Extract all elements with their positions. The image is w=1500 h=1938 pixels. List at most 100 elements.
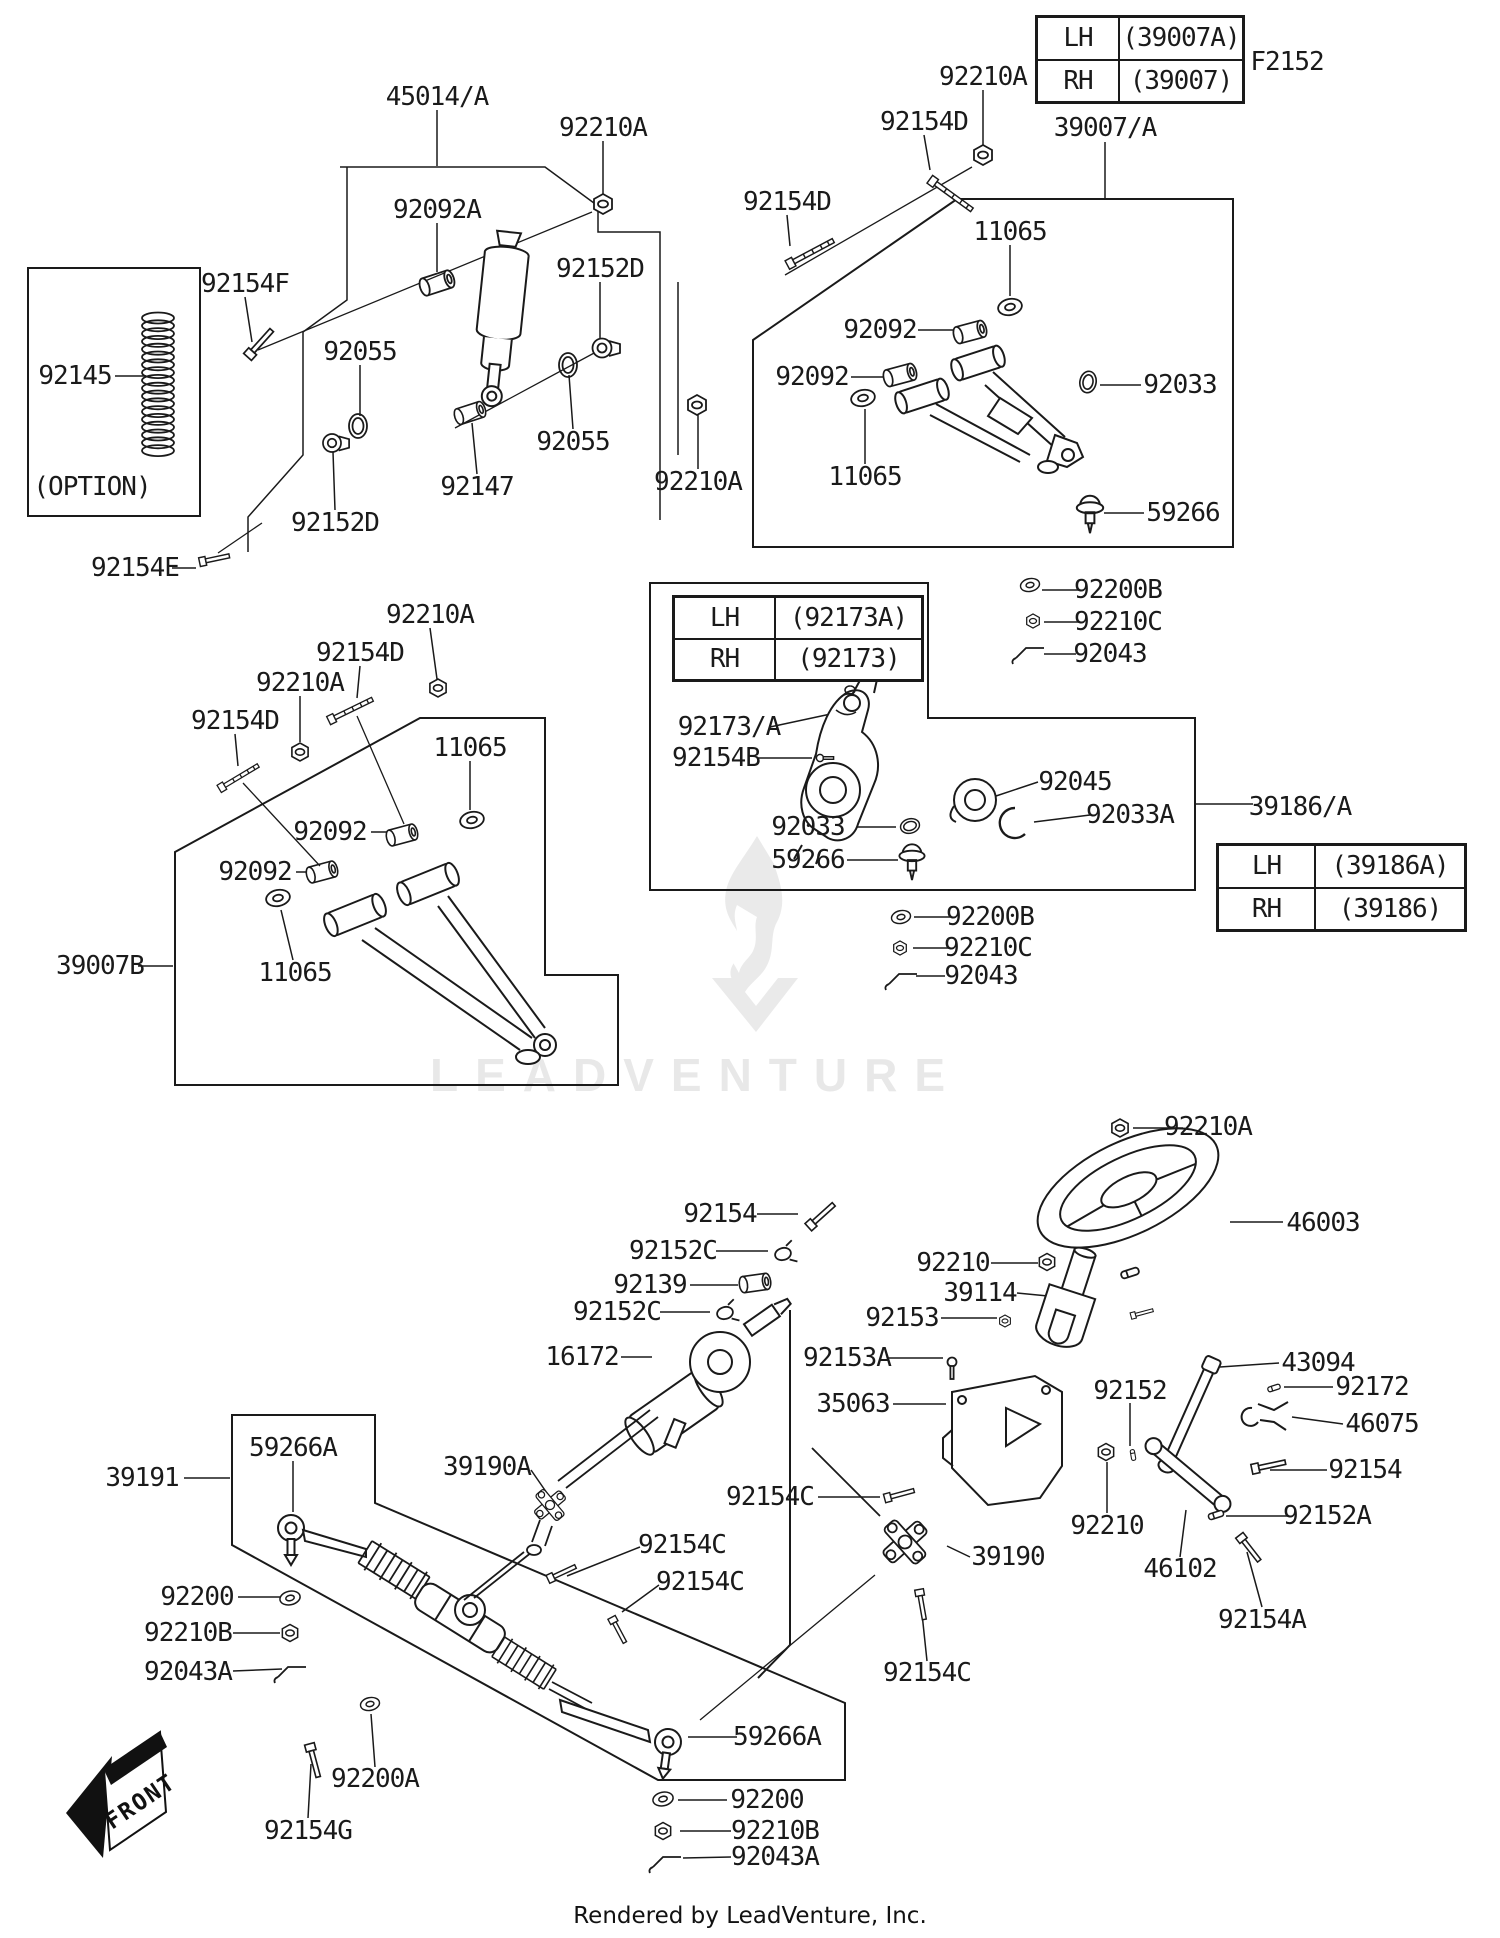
u-joint-icon [870,1507,940,1577]
part-label: 92152D [291,508,380,538]
table-cell: LH [1218,845,1315,888]
table-cell: (39007) [1119,59,1243,102]
part-label: 92152C [629,1236,718,1266]
table-cell: RH [1218,887,1315,930]
holder-drawing [1240,1401,1289,1431]
render-credit: Rendered by LeadVenture, Inc. [573,1903,927,1929]
part-label: 92154E [91,553,180,583]
part-label: 46075 [1345,1409,1419,1439]
part-label: 92210 [1070,1511,1144,1541]
part-label: (OPTION) [33,472,151,502]
part-label: 92210A [559,113,648,143]
part-label: 92153A [803,1343,892,1373]
variant-table-39007: LH (39007A) RH (39007) [1035,15,1245,104]
part-label: 92210A [654,467,743,497]
table-cell: (39007A) [1119,17,1243,60]
part-label: 92045 [1038,767,1112,797]
spring-drawing [141,311,175,457]
part-label: 92200B [946,902,1035,932]
part-label: 11065 [828,462,902,492]
part-label: 45014/A [385,82,490,112]
figure-code-label: F2152 [1250,47,1324,77]
part-label: 92092 [775,362,849,392]
table-cell: RH [674,638,775,680]
part-label: 59266 [1146,498,1220,528]
part-label: 92210B [144,1618,233,1648]
part-label: 39190A [443,1452,532,1482]
variant-table-39186: LH (39186A) RH (39186) [1216,843,1467,932]
knuckle-drawing [793,663,880,865]
option-box [27,267,201,517]
front-arrow: FRONT [66,1730,181,1858]
steering-rack-drawing [277,1409,684,1782]
part-label: 92043 [944,961,1018,991]
part-label: 92210 [916,1248,990,1278]
table-cell: (39186) [1315,887,1465,930]
part-label: 92043A [144,1657,233,1687]
part-label: 92210A [939,62,1028,92]
part-label: 92055 [323,337,397,367]
part-label: 92055 [536,427,610,457]
part-label: 92210C [1074,607,1163,637]
table-cell: (39186A) [1315,845,1465,888]
part-label: 92154C [726,1482,815,1512]
bracket-drawing [942,1374,1063,1507]
part-label: 92154D [743,187,832,217]
group-boxes [27,198,1234,1781]
part-label: 92154D [191,706,280,736]
part-label: 92154A [1218,1605,1307,1635]
part-label: 11065 [433,733,507,763]
table-cell: LH [674,597,775,639]
shock-absorber-drawing [475,229,530,408]
part-label: 59266A [733,1722,822,1752]
eps-unit-drawing [624,1297,792,1456]
part-label: 92033 [771,812,845,842]
part-label: 92092A [393,195,482,225]
part-label: 92173/A [677,712,782,742]
part-label: 35063 [816,1389,890,1419]
part-label: 92200B [1074,575,1163,605]
fastener-icons [197,144,1288,1874]
part-label: 92210B [731,1816,820,1846]
part-label: 92152A [1283,1501,1372,1531]
part-label: 59266A [249,1433,338,1463]
table-cell: (92173) [775,638,922,680]
part-label: 92154C [883,1658,972,1688]
part-label: 92154C [638,1530,727,1560]
rack-box [231,1414,846,1781]
part-label: 92154G [264,1816,353,1846]
leader-lines [115,90,1344,1859]
part-label: 92200A [331,1764,420,1794]
table-cell: RH [1037,59,1119,102]
part-label: 92154C [656,1567,745,1597]
joint-shaft-line [811,1447,881,1517]
wheel-bearing-drawing [949,778,997,823]
part-label: 92210A [1164,1112,1253,1142]
part-label: 92092 [293,817,367,847]
part-label: 92210C [944,933,1033,963]
part-label: 43094 [1281,1348,1355,1378]
upper-arm-box [752,198,1234,548]
part-label: 39007/A [1053,113,1158,143]
part-label: 92152C [573,1297,662,1327]
part-label: 92154 [683,1199,757,1229]
part-label: 92154F [201,269,290,299]
part-label: 16172 [545,1342,619,1372]
table-cell: (92173A) [775,597,922,639]
part-label: 39191 [105,1463,179,1493]
part-label: 39190 [971,1542,1045,1572]
part-label: 59266 [771,845,845,875]
part-label: 92154D [316,638,405,668]
steering-column-drawing [1035,1246,1097,1348]
part-label: 92043A [731,1842,820,1872]
part-label: 39186/A [1248,792,1353,822]
part-label: 92092 [218,857,292,887]
part-label: 46003 [1286,1208,1360,1238]
part-label: 92152 [1093,1376,1167,1406]
part-label: 92033 [1143,370,1217,400]
upper-a-arm-drawing [894,344,1085,474]
lower-arm-box [174,717,619,1086]
table-cell: LH [1037,17,1119,60]
snap-ring-drawing [998,806,1026,840]
